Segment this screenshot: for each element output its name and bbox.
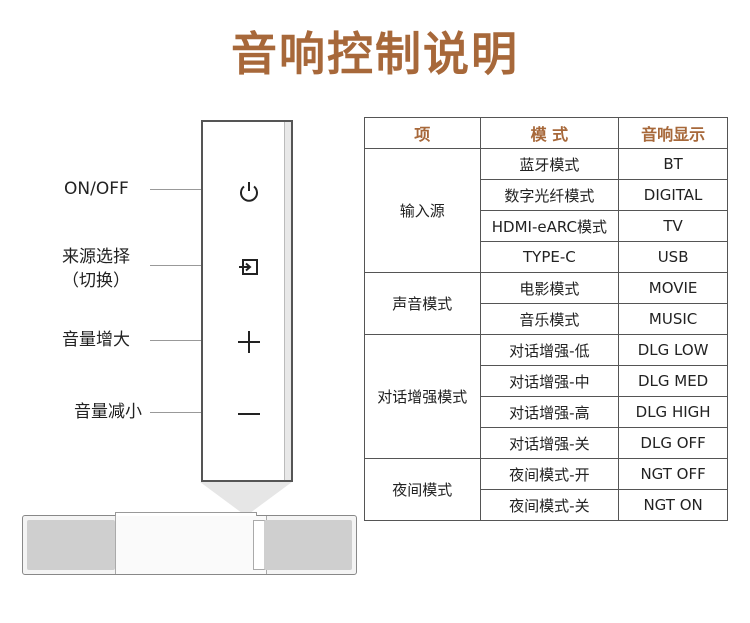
volume-down-button[interactable] xyxy=(235,400,263,428)
display-cell: DIGITAL xyxy=(618,179,728,211)
mode-cell: 音乐模式 xyxy=(479,303,620,335)
table-row: 对话增强模式 对话增强-低 DLG LOW xyxy=(364,334,728,459)
display-cell: USB xyxy=(618,241,728,273)
table-row: 对话增强-关 DLG OFF xyxy=(365,427,728,459)
minus-icon xyxy=(238,413,260,415)
group-night-mode: 夜间模式 xyxy=(364,458,481,521)
soundbar-left-grill xyxy=(27,520,115,570)
mode-cell: 对话增强-低 xyxy=(479,334,620,366)
control-panel xyxy=(201,120,293,482)
table-row: 音乐模式 MUSIC xyxy=(365,303,728,335)
table-row: 数字光纤模式 DIGITAL xyxy=(365,179,728,211)
table-row: 夜间模式-关 NGT ON xyxy=(365,489,728,521)
soundbar-top-ridge xyxy=(115,512,257,518)
source-label-line2: （切换） xyxy=(62,271,130,291)
display-cell: TV xyxy=(618,210,728,242)
mode-cell: 数字光纤模式 xyxy=(479,179,620,211)
group-input-source: 输入源 xyxy=(364,148,481,273)
display-cell: BT xyxy=(618,148,728,180)
mode-cell: 对话增强-中 xyxy=(479,365,620,397)
power-icon xyxy=(240,182,258,202)
display-cell: MOVIE xyxy=(618,272,728,304)
page-title: 音响控制说明 xyxy=(231,27,519,81)
control-panel-edge xyxy=(284,122,291,480)
display-cell: DLG OFF xyxy=(618,427,728,459)
source-label: 来源选择 （切换） xyxy=(62,245,130,293)
header-mode: 模 式 xyxy=(479,117,620,149)
vol-down-label: 音量减小 xyxy=(74,402,142,422)
source-input-icon xyxy=(239,259,258,275)
table-row: 声音模式 电影模式 MOVIE xyxy=(364,272,728,335)
table-row: 夜间模式 夜间模式-开 NGT OFF xyxy=(364,458,728,521)
table-row: 输入源 蓝牙模式 BT xyxy=(364,148,728,273)
mode-cell: 电影模式 xyxy=(479,272,620,304)
header-item: 项 xyxy=(364,117,481,149)
header-display: 音响显示 xyxy=(618,117,728,149)
display-cell: DLG MED xyxy=(618,365,728,397)
source-label-line1: 来源选择 xyxy=(62,247,130,267)
mode-cell: TYPE-C xyxy=(479,241,620,273)
source-button[interactable] xyxy=(235,253,263,281)
table-row: TYPE-C USB xyxy=(365,241,728,273)
soundbar-illustration xyxy=(22,512,357,575)
display-cell: DLG LOW xyxy=(618,334,728,366)
vol-up-label: 音量增大 xyxy=(62,330,130,350)
source-leader xyxy=(150,265,216,266)
plus-icon xyxy=(238,331,260,353)
mode-cell: 夜间模式-关 xyxy=(479,489,620,521)
display-mode-table: 项 模 式 音响显示 输入源 蓝牙模式 BT 数字光纤模式 DIGITAL HD… xyxy=(364,117,728,521)
soundbar-center xyxy=(115,516,267,574)
power-leader xyxy=(150,189,216,190)
mode-cell: 对话增强-高 xyxy=(479,396,620,428)
group-dialog-enhance: 对话增强模式 xyxy=(364,334,481,459)
vol-down-leader xyxy=(150,412,216,413)
display-cell: NGT ON xyxy=(618,489,728,521)
mode-cell: 蓝牙模式 xyxy=(479,148,620,180)
mode-cell: HDMI-eARC模式 xyxy=(479,210,620,242)
power-label: ON/OFF xyxy=(64,179,129,199)
mode-cell: 对话增强-关 xyxy=(479,427,620,459)
table-row: 对话增强-高 DLG HIGH xyxy=(365,396,728,428)
zoom-beam xyxy=(200,482,292,516)
display-cell: MUSIC xyxy=(618,303,728,335)
soundbar-right-grill xyxy=(264,520,352,570)
group-sound-mode: 声音模式 xyxy=(364,272,481,335)
power-button[interactable] xyxy=(235,178,263,206)
display-cell: NGT OFF xyxy=(618,458,728,490)
vol-up-leader xyxy=(150,340,216,341)
table-header-row: 项 模 式 音响显示 xyxy=(364,117,728,149)
display-cell: DLG HIGH xyxy=(618,396,728,428)
volume-up-button[interactable] xyxy=(235,328,263,356)
mode-cell: 夜间模式-开 xyxy=(479,458,620,490)
